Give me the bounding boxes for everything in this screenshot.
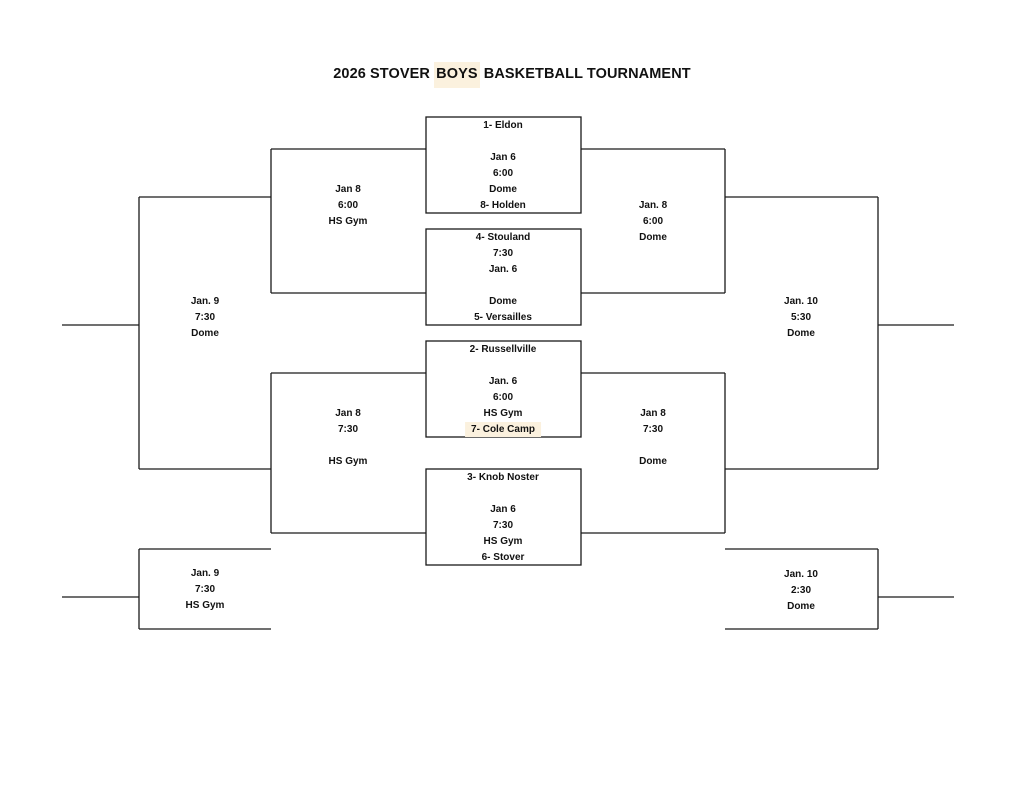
right-final-bracket (725, 196, 954, 470)
team-label: 6- Stover (481, 552, 525, 563)
game-venue: HS Gym (328, 216, 368, 227)
game-venue: HS Gym (185, 600, 225, 611)
game-box-3v6 (425, 468, 582, 566)
game-date: Jan. 9 (190, 568, 220, 579)
game-venue: Dome (639, 456, 667, 467)
game-date: Jan. 10 (784, 296, 818, 307)
team-label: 8- Holden (480, 200, 526, 211)
game-box-4v5 (425, 228, 582, 326)
game-date: Jan 6 (490, 504, 516, 515)
page-title: 2026 STOVER BOYS BASKETBALL TOURNAMENT (0, 62, 1024, 88)
game-time: 6:00 (492, 392, 514, 403)
game-time: 7:30 (492, 248, 514, 259)
game-venue: Dome (191, 328, 219, 339)
team-label: 5- Versailles (474, 312, 532, 323)
game-date: Jan 8 (335, 408, 361, 419)
game-date: Jan. 6 (488, 376, 518, 387)
game-time: 6:00 (337, 200, 359, 211)
game-date: Jan 8 (335, 184, 361, 195)
title-text-start: 2026 STOVER (333, 66, 435, 82)
game-venue: Dome (489, 296, 517, 307)
game-venue: Dome (489, 184, 517, 195)
title-highlight: BOYS (434, 62, 480, 88)
right-bracket-top (581, 148, 726, 294)
game-date: Jan 8 (640, 408, 666, 419)
team-label: 7- Cole Camp (465, 422, 541, 437)
game-venue: Dome (639, 232, 667, 243)
left-lower-bracket (62, 548, 271, 630)
right-bracket-bottom (581, 372, 726, 534)
game-date: Jan. 6 (488, 264, 518, 275)
team-label: 2- Russellville (469, 344, 537, 355)
game-time: 6:00 (642, 216, 664, 227)
team-label: 3- Knob Noster (467, 472, 539, 483)
game-date: Jan. 10 (784, 569, 818, 580)
team-label: 4- Stouland (475, 232, 531, 243)
game-date: Jan. 8 (638, 200, 668, 211)
game-time: 7:30 (194, 312, 216, 323)
game-box-1v8 (425, 116, 582, 214)
left-bracket-bottom (270, 372, 426, 534)
game-date: Jan 6 (490, 152, 516, 163)
game-time: 7:30 (492, 520, 514, 531)
game-time: 2:30 (790, 585, 812, 596)
game-time: 7:30 (642, 424, 664, 435)
game-venue: Dome (787, 328, 815, 339)
game-time: 6:00 (492, 168, 514, 179)
game-box-2v7 (425, 340, 582, 438)
team-label: 1- Eldon (483, 120, 523, 131)
game-date: Jan. 9 (190, 296, 220, 307)
left-bracket-top (270, 148, 426, 294)
game-time: 7:30 (337, 424, 359, 435)
left-final-bracket (62, 196, 271, 470)
title-text-end: BASKETBALL TOURNAMENT (479, 66, 691, 82)
game-time: 5:30 (790, 312, 812, 323)
game-venue: HS Gym (483, 536, 523, 547)
game-venue: HS Gym (328, 456, 368, 467)
right-lower-bracket (725, 548, 954, 630)
game-venue: Dome (787, 601, 815, 612)
game-venue: HS Gym (483, 408, 523, 419)
team-label-highlight: 7- Cole Camp (465, 422, 541, 437)
game-time: 7:30 (194, 584, 216, 595)
